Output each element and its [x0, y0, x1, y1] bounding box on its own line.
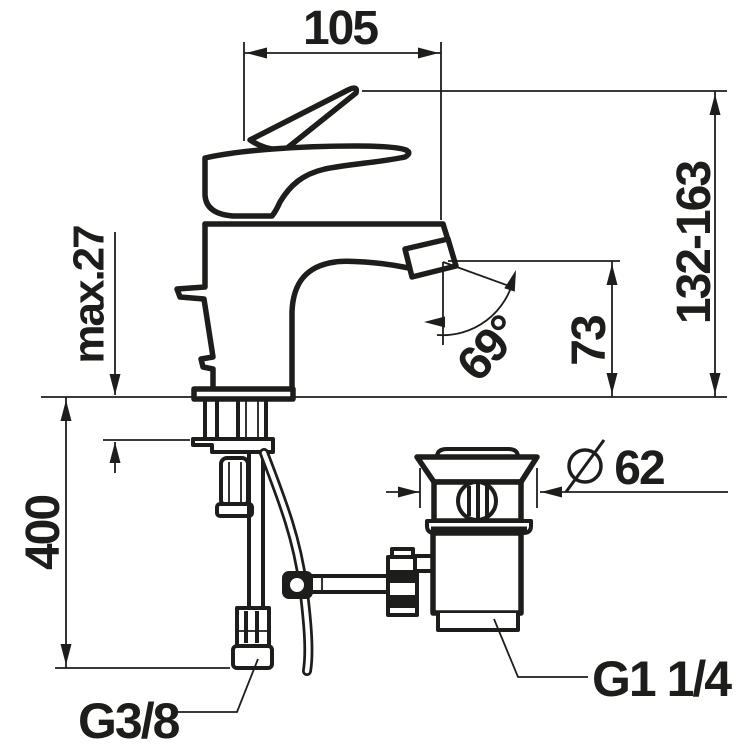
inlet-thread-text: G3/8: [78, 693, 180, 749]
angle-69: 69°: [424, 261, 531, 392]
waste-tailpiece: [436, 613, 520, 632]
base-flange: [191, 386, 296, 402]
body-left-edge: [174, 221, 216, 392]
aerator-outlet: [402, 236, 459, 280]
handle-base: [202, 143, 412, 219]
dimension-diameter-62: 62: [386, 439, 728, 508]
label-inlet-thread: G3/8: [78, 658, 259, 749]
dim-label-400: 400: [17, 496, 70, 570]
pipe-joint: [235, 606, 271, 648]
supply-pipe: [231, 452, 274, 670]
dim-label-105: 105: [303, 2, 378, 55]
mounting-hardware: [191, 399, 275, 518]
label-waste-thread: G1 1/4: [493, 618, 734, 707]
lever-handle: [247, 85, 360, 153]
dimension-132-163: 132-163: [362, 90, 727, 397]
dim-label-62: 62: [614, 442, 664, 495]
dim-label-73: 73: [563, 316, 616, 366]
dim-label-132-163: 132-163: [668, 162, 721, 324]
inlet-connector-nut: [231, 644, 274, 670]
dim-label-max27: max.27: [64, 226, 113, 364]
waste-thread-text: G1 1/4: [592, 651, 732, 707]
spout-underside: [289, 258, 412, 392]
mounting-plate: [191, 437, 275, 454]
waste-lower-body: [430, 530, 524, 616]
waste-top-flange: [414, 454, 540, 485]
dimension-73: 73: [448, 260, 620, 397]
faucet-outline: [174, 85, 459, 402]
diameter-symbol: [564, 439, 606, 493]
angle-label-69: 69°: [447, 306, 531, 392]
dimension-400: 400: [17, 397, 230, 669]
pop-up-rod: [259, 448, 392, 676]
fixing-nut: [219, 456, 250, 508]
dimension-105: 105: [243, 2, 442, 220]
dimension-max27: max.27: [64, 226, 190, 473]
drain-assembly: [386, 447, 540, 632]
